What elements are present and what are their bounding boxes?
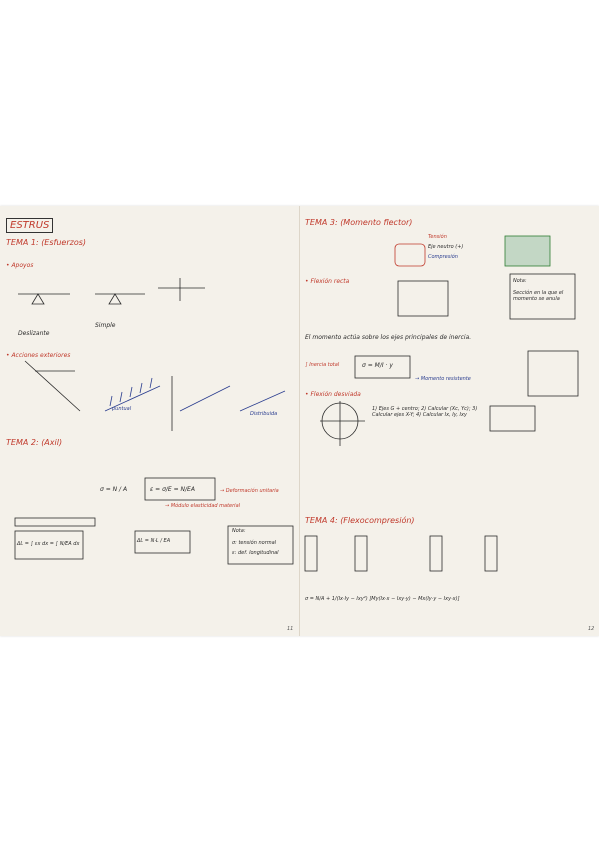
acciones-heading: • Acciones exteriores [6,352,71,359]
apoyos-heading: • Apoyos [6,262,34,269]
epsilon-formula: ε = σ/E = N/EA [150,486,195,493]
tension-label: Tensión [428,234,447,240]
momento-resistente: → Momento resistente [415,376,471,382]
tema1-heading: TEMA 1: (Esfuerzos) [6,238,87,247]
deslizante-label: Deslizante [18,330,50,337]
nota-line-1: σ: tensión normal [232,540,277,546]
nota-box-label: Nota: [513,278,527,284]
page-title: ESTRUS [6,218,54,233]
support-triangle-1 [31,293,45,305]
puntual-label: puntual [112,406,132,412]
notebook-spread: ESTRUS TEMA 1: (Esfuerzos) • Apoyos Desl… [0,206,599,636]
principales-text: El momento actúa sobre los ejes principa… [305,334,472,341]
modulo-note: → Módulo elasticidad material [165,503,241,509]
tema2-heading: TEMA 2: (Axil) [6,438,63,447]
right-page-number: 12 [588,626,595,632]
tema4-heading: TEMA 4: (Flexocompresión) [305,516,415,525]
sigma-formula: σ = N / A [100,486,128,493]
simple-label: Simple [95,322,116,329]
nota-line-2: ε: def. longitudinal [232,550,279,556]
support-triangle-2 [108,293,122,305]
compresion-label: Compresión [428,254,458,260]
flexion-recta-heading: • Flexión recta [305,278,350,285]
sigma-final-formula: σ = N/A + 1/(Ix·Iy − Ixy²) [My(Ix·x − Ix… [305,596,460,602]
result-formula: ΔL = N·L / EA [137,538,171,544]
nota-box-text: Sección en la que el momento se anula [513,290,564,302]
tema3-heading: TEMA 3: (Momento flector) [305,218,413,227]
sigma-flex-formula: σ = M/I · y [362,362,393,369]
sketch-layer [14,235,579,572]
flexion-desviada-heading: • Flexión desviada [305,391,361,398]
eje-neutro-label: Eje neutro (+) [428,244,464,250]
pasos-list: 1) Ejes G + centro; 2) Calcular (Xc, Yc)… [372,406,478,418]
integral-formula: ΔL = ∫ εx dx = ∫ N/EA dx [17,541,80,547]
distribuida-label: Distribuida [250,411,278,417]
left-page-number: 11 [287,626,294,632]
deformacion-note: → Deformación unitaria [220,488,279,494]
page-fold [299,206,300,636]
inclined-beam [24,360,81,412]
nota-label: Nota: [232,528,246,534]
integral-de-area: ∫ Inercia total [305,362,340,368]
